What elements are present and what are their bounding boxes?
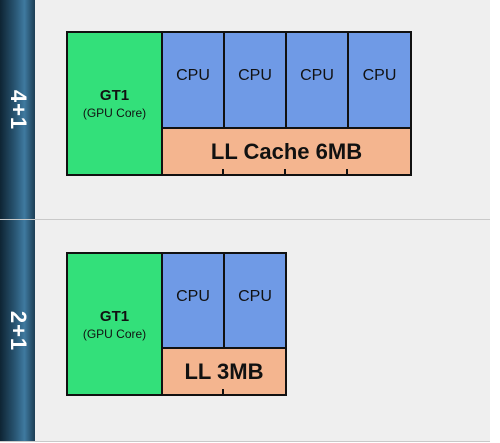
last-level-cache-block: LL 3MB: [161, 347, 287, 396]
cpu-core-block: CPU: [161, 31, 225, 129]
cache-slice-divider: [346, 169, 348, 176]
config-panel-4-plus-1: 4+1 GT1 (GPU Core) CPU CPU CPU CPU LL Ca…: [0, 0, 490, 220]
cpu-core-block: CPU: [285, 31, 349, 129]
side-bar: 2+1: [0, 220, 35, 441]
cache-slice-divider: [222, 389, 224, 396]
gpu-core-block: GT1 (GPU Core): [66, 31, 163, 176]
cpu-core-block: CPU: [347, 31, 412, 129]
cpu-core-block: CPU: [223, 31, 287, 129]
config-label: 2+1: [5, 310, 31, 351]
gpu-name: GT1: [99, 307, 130, 325]
last-level-cache-block: LL Cache 6MB: [161, 127, 412, 176]
cache-slice-divider: [284, 169, 286, 176]
cpu-core-block: CPU: [161, 252, 225, 349]
gpu-subtitle: (GPU Core): [82, 106, 147, 120]
cache-slice-divider: [222, 169, 224, 176]
config-panel-2-plus-1: 2+1 GT1 (GPU Core) CPU CPU LL 3MB: [0, 220, 490, 442]
config-label: 4+1: [5, 89, 31, 130]
gpu-name: GT1: [99, 87, 130, 104]
cpu-core-block: CPU: [223, 252, 287, 349]
gpu-core-block: GT1 (GPU Core): [66, 252, 163, 396]
side-bar: 4+1: [0, 0, 35, 219]
gpu-subtitle: (GPU Core): [82, 326, 147, 341]
